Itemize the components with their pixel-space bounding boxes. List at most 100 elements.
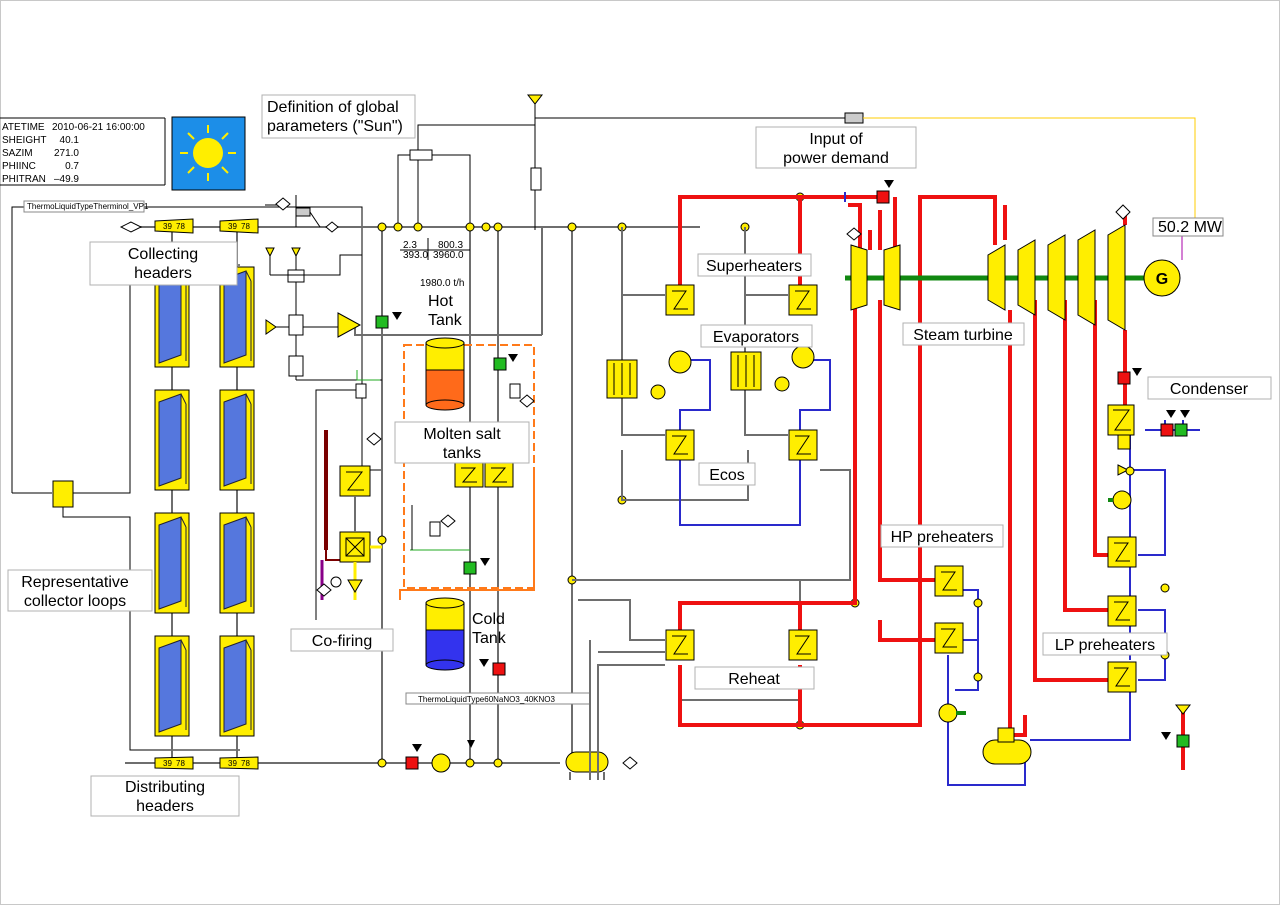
condenser-unit	[1107, 404, 1192, 748]
label-co-firing: Co-firing	[290, 628, 394, 652]
heat-exchangers	[665, 284, 1137, 693]
svg-text:ThermoLiquidTypeTherminol_VP1: ThermoLiquidTypeTherminol_VP1	[27, 202, 149, 211]
sun-param-value: –49.9	[54, 174, 79, 185]
svg-text:parameters ("Sun"): parameters ("Sun")	[267, 118, 403, 135]
heat-exchanger	[788, 629, 818, 661]
svg-text:G: G	[1156, 271, 1168, 288]
label-lp-preheaters: LP preheaters	[1042, 632, 1168, 656]
svg-text:HP preheaters: HP preheaters	[891, 529, 994, 546]
label-evaporators: Evaporators	[700, 324, 813, 348]
label-reheat: Reheat	[694, 666, 815, 690]
sun-param-name: ATETIME	[2, 122, 45, 133]
label-distributing-headers: Distributing headers	[90, 775, 240, 817]
svg-text:headers: headers	[136, 798, 194, 815]
svg-text:Distributing: Distributing	[125, 779, 205, 796]
collector-module	[219, 512, 255, 614]
svg-text:LP preheaters: LP preheaters	[1055, 637, 1155, 654]
svg-text:Definition of global: Definition of global	[267, 99, 399, 116]
svg-text:Input of: Input of	[809, 131, 863, 148]
svg-text:Tank: Tank	[472, 630, 507, 647]
heat-exchanger	[934, 622, 964, 654]
storage-system: Hot Tank Cold Tank ThermoLiquidType60NaN…	[355, 293, 591, 705]
junction-node	[465, 758, 475, 768]
collector-module	[154, 389, 190, 491]
svg-text:Condenser: Condenser	[1170, 381, 1249, 398]
sun-icon	[171, 116, 246, 191]
label-power-demand: Input of power demand	[755, 126, 917, 169]
svg-text:collector loops: collector loops	[24, 593, 126, 610]
svg-text:Steam turbine: Steam turbine	[913, 327, 1013, 344]
sun-param-name: PHIINC	[2, 161, 36, 172]
feedwater-equipment	[938, 583, 1170, 765]
svg-text:39: 39	[163, 759, 172, 768]
oil-controls: 2.3 800.3 393.0 3960.0 1980.0 t/h	[265, 94, 1196, 763]
svg-text:headers: headers	[134, 265, 192, 282]
label-condenser: Condenser	[1147, 376, 1272, 400]
sun-param-name: SAZIM	[2, 148, 33, 159]
svg-text:3960.0: 3960.0	[433, 250, 464, 261]
svg-text:393.0: 393.0	[403, 250, 428, 261]
junction-node	[377, 222, 387, 232]
svg-text:39: 39	[228, 222, 237, 231]
svg-text:78: 78	[241, 759, 250, 768]
svg-text:78: 78	[176, 222, 185, 231]
svg-text:Evaporators: Evaporators	[713, 329, 799, 346]
cold-tank	[425, 597, 465, 671]
svg-text:Molten salt: Molten salt	[423, 426, 501, 443]
svg-text:Cold: Cold	[472, 611, 505, 628]
label-collecting-headers: Collecting headers	[89, 241, 238, 286]
svg-text:78: 78	[176, 759, 185, 768]
svg-text:tanks: tanks	[443, 445, 481, 462]
steam-turbine: G	[844, 180, 1181, 385]
collector-module	[154, 512, 190, 614]
svg-text:800.3: 800.3	[438, 240, 463, 251]
svg-text:39: 39	[228, 759, 237, 768]
sun-param-value: 0.7	[65, 161, 79, 172]
svg-text:Superheaters: Superheaters	[706, 258, 802, 275]
heat-exchanger	[934, 565, 964, 597]
heat-exchanger	[665, 629, 695, 661]
label-steam-turbine: Steam turbine	[902, 322, 1025, 346]
junction-node	[493, 758, 503, 768]
sun-param-name: PHITRAN	[2, 174, 46, 185]
collector-module	[154, 635, 190, 737]
junction-node	[465, 222, 475, 232]
co-firing-unit	[315, 370, 382, 620]
power-output: 50.2 MW	[1152, 217, 1224, 260]
svg-text:Collecting: Collecting	[128, 246, 198, 263]
junction-node	[377, 758, 387, 768]
svg-text:Ecos: Ecos	[709, 467, 745, 484]
junction-node	[393, 222, 403, 232]
fluid-label-oil: ThermoLiquidTypeTherminol_VP1	[23, 200, 149, 213]
collector-module	[219, 635, 255, 737]
svg-text:Co-firing: Co-firing	[312, 633, 372, 650]
label-global-params: Definition of global parameters ("Sun")	[261, 94, 416, 139]
heat-exchanger	[1107, 595, 1137, 627]
svg-text:Representative: Representative	[21, 574, 129, 591]
heat-exchanger	[788, 284, 818, 316]
sun-param-value: 2010-06-21 16:00:00	[52, 122, 145, 133]
collector-module	[219, 389, 255, 491]
svg-text:39: 39	[163, 222, 172, 231]
generator-icon	[1143, 259, 1181, 297]
label-molten-salt-tanks: Molten salt tanks	[394, 421, 530, 464]
sun-param-name: SHEIGHT	[2, 135, 46, 146]
label-ecos: Ecos	[698, 462, 756, 486]
heat-exchanger	[788, 429, 818, 461]
hot-tank	[425, 337, 465, 411]
svg-text:50.2 MW: 50.2 MW	[1158, 219, 1223, 236]
sun-param-value: 40.1	[60, 135, 80, 146]
evaporator-drums	[606, 345, 815, 400]
svg-text:power demand: power demand	[783, 150, 889, 167]
heat-exchanger	[665, 284, 695, 316]
label-hp-preheaters: HP preheaters	[880, 524, 1004, 548]
svg-text:Tank: Tank	[428, 312, 463, 329]
junction-node	[493, 222, 503, 232]
svg-text:Reheat: Reheat	[728, 671, 780, 688]
svg-text:ThermoLiquidType60NaNO3_40KNO3: ThermoLiquidType60NaNO3_40KNO3	[418, 695, 556, 704]
junction-node	[481, 222, 491, 232]
svg-text:78: 78	[241, 222, 250, 231]
